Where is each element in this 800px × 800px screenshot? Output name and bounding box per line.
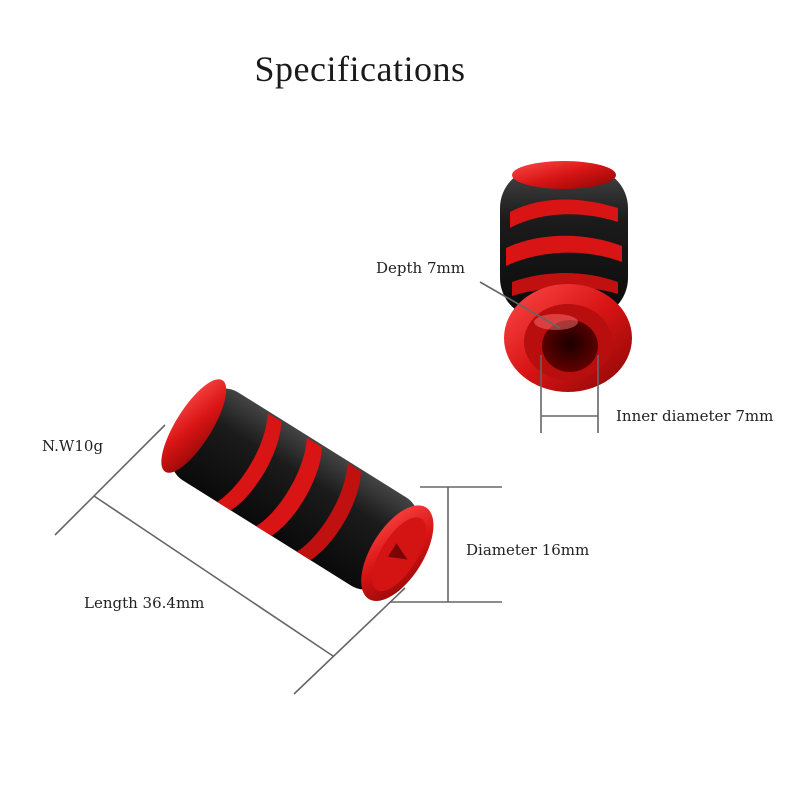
depth-pointer-line [479, 281, 561, 329]
length-right-line [293, 587, 406, 695]
inner-diameter-label: Inner diameter 7mm [616, 407, 774, 425]
length-label: Length 36.4mm [84, 594, 205, 612]
page-title: Specifications [254, 49, 466, 89]
net-weight-label: N.W10g [42, 437, 104, 455]
dimension-lines [54, 281, 599, 695]
diameter-label: Diameter 16mm [466, 541, 590, 559]
depth-label: Depth 7mm [376, 259, 465, 277]
upright-knob-image [500, 161, 632, 392]
lying-knob-image [161, 379, 434, 601]
length-left-line [54, 424, 166, 536]
length-span-line [93, 495, 334, 657]
